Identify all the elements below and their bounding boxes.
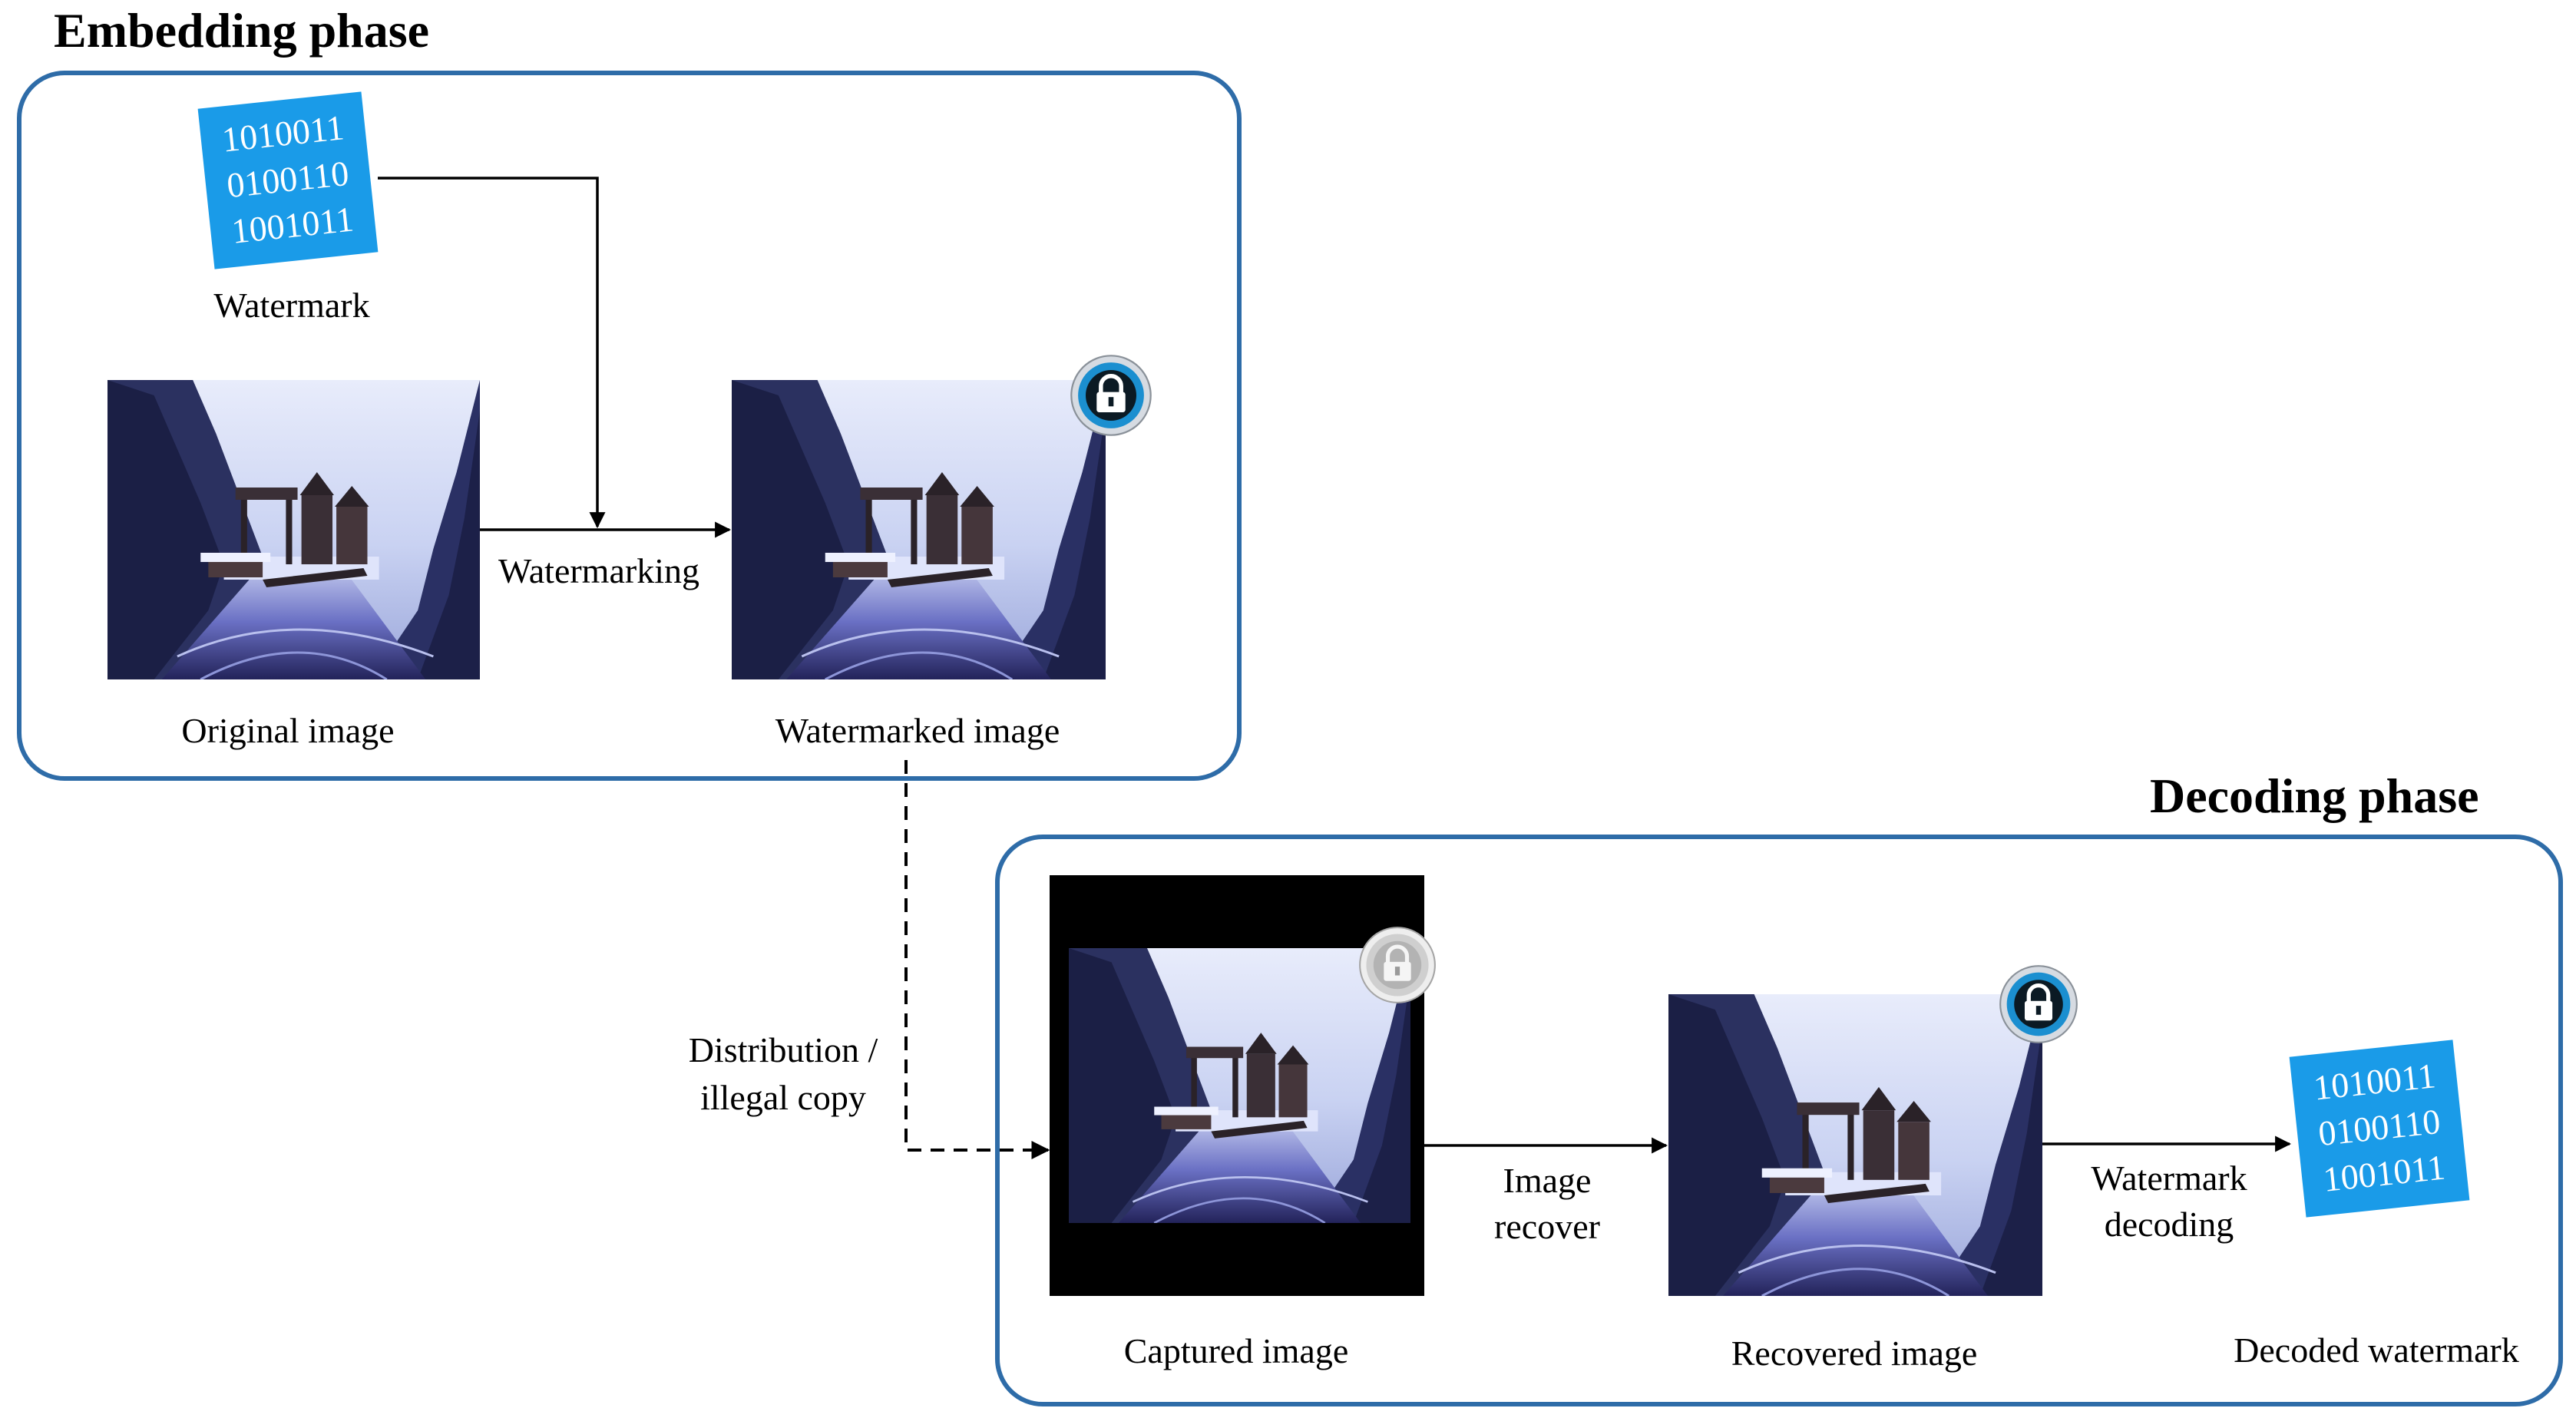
decoded-watermark-label: Decoded watermark bbox=[2234, 1330, 2519, 1370]
original-image-label: Original image bbox=[181, 711, 395, 750]
original-image bbox=[107, 380, 480, 679]
padlock-faded-icon bbox=[1357, 925, 1437, 1005]
padlock-icon bbox=[1998, 964, 2079, 1045]
watermark-decoding-label-line2: decoding bbox=[2104, 1205, 2234, 1244]
watermark-decoding-label-line1: Watermark bbox=[2091, 1159, 2247, 1198]
illegal-copy-label: illegal copy bbox=[700, 1078, 866, 1117]
decoded-binary-icon: 1010011 0100110 1001011 bbox=[2289, 1040, 2470, 1218]
distribution-label: Distribution / bbox=[688, 1030, 878, 1069]
watermarked-image-label: Watermarked image bbox=[775, 711, 1060, 750]
recovered-image bbox=[1668, 994, 2042, 1296]
watermarking-process-label: Watermarking bbox=[498, 551, 699, 590]
padlock-icon bbox=[1069, 353, 1153, 438]
decoding-phase-title: Decoding phase bbox=[2150, 768, 2479, 823]
watermark-label: Watermark bbox=[213, 286, 370, 325]
embedding-phase-panel bbox=[17, 71, 1242, 781]
watermarked-image bbox=[732, 380, 1106, 679]
watermark-binary-icon: 1010011 0100110 1001011 bbox=[197, 91, 379, 269]
image-recover-label-line2: recover bbox=[1494, 1207, 1600, 1246]
recovered-image-label: Recovered image bbox=[1731, 1334, 1978, 1373]
embedding-phase-title: Embedding phase bbox=[54, 3, 430, 58]
captured-image-label: Captured image bbox=[1123, 1331, 1349, 1370]
image-recover-label-line1: Image bbox=[1503, 1161, 1592, 1200]
